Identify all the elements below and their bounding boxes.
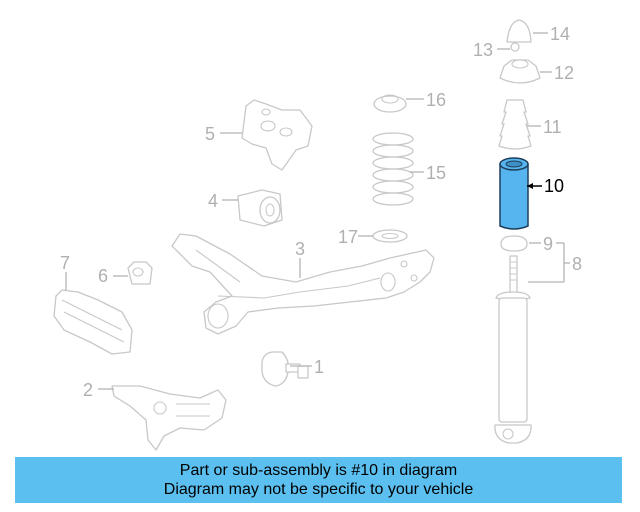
- part-2-splash-shield[interactable]: [98, 385, 227, 451]
- part-4-bushing[interactable]: [222, 189, 283, 227]
- part-9-washer[interactable]: [500, 235, 541, 252]
- callout-5: 5: [205, 124, 215, 144]
- banner-line-2: Diagram may not be specific to your vehi…: [163, 481, 474, 498]
- part-5-bracket[interactable]: [220, 99, 313, 171]
- part-15-coil-spring[interactable]: [372, 132, 424, 206]
- info-banner: Part or sub-assembly is #10 in diagram D…: [15, 457, 622, 503]
- part-14-cap[interactable]: [506, 19, 548, 43]
- callout-16: 16: [426, 90, 446, 110]
- part-7-heat-shield[interactable]: [53, 272, 133, 355]
- callout-10: 10: [544, 176, 564, 196]
- callout-12: 12: [554, 63, 574, 83]
- part-12-mount[interactable]: [499, 59, 552, 84]
- part-6-bushing[interactable]: [113, 261, 153, 285]
- part-10-dust-boot[interactable]: [499, 157, 542, 230]
- callout-11: 11: [543, 117, 562, 137]
- part-17-isolator[interactable]: [358, 229, 408, 243]
- part-16-spring-seat[interactable]: [373, 94, 424, 113]
- callout-8: 8: [572, 254, 582, 274]
- callout-13: 13: [473, 40, 493, 60]
- banner-line-1: Part or sub-assembly is #10 in diagram: [179, 462, 458, 479]
- part-11-bump-stop[interactable]: [498, 99, 541, 150]
- callout-7: 7: [60, 253, 70, 273]
- part-1-hub[interactable]: [261, 351, 312, 387]
- callout-15: 15: [426, 163, 446, 183]
- part-13-nut[interactable]: [497, 42, 520, 52]
- callout-8-bracket: [528, 242, 570, 283]
- callout-14: 14: [550, 24, 570, 44]
- callout-6: 6: [98, 266, 108, 286]
- callout-3: 3: [295, 239, 305, 259]
- callout-2: 2: [83, 380, 93, 400]
- callout-4: 4: [208, 191, 218, 211]
- callout-17: 17: [338, 227, 358, 247]
- part-3-axle-beam[interactable]: [171, 233, 435, 335]
- part-8-shock-absorber[interactable]: [494, 255, 532, 444]
- callout-1: 1: [314, 357, 324, 377]
- callout-9: 9: [543, 234, 553, 254]
